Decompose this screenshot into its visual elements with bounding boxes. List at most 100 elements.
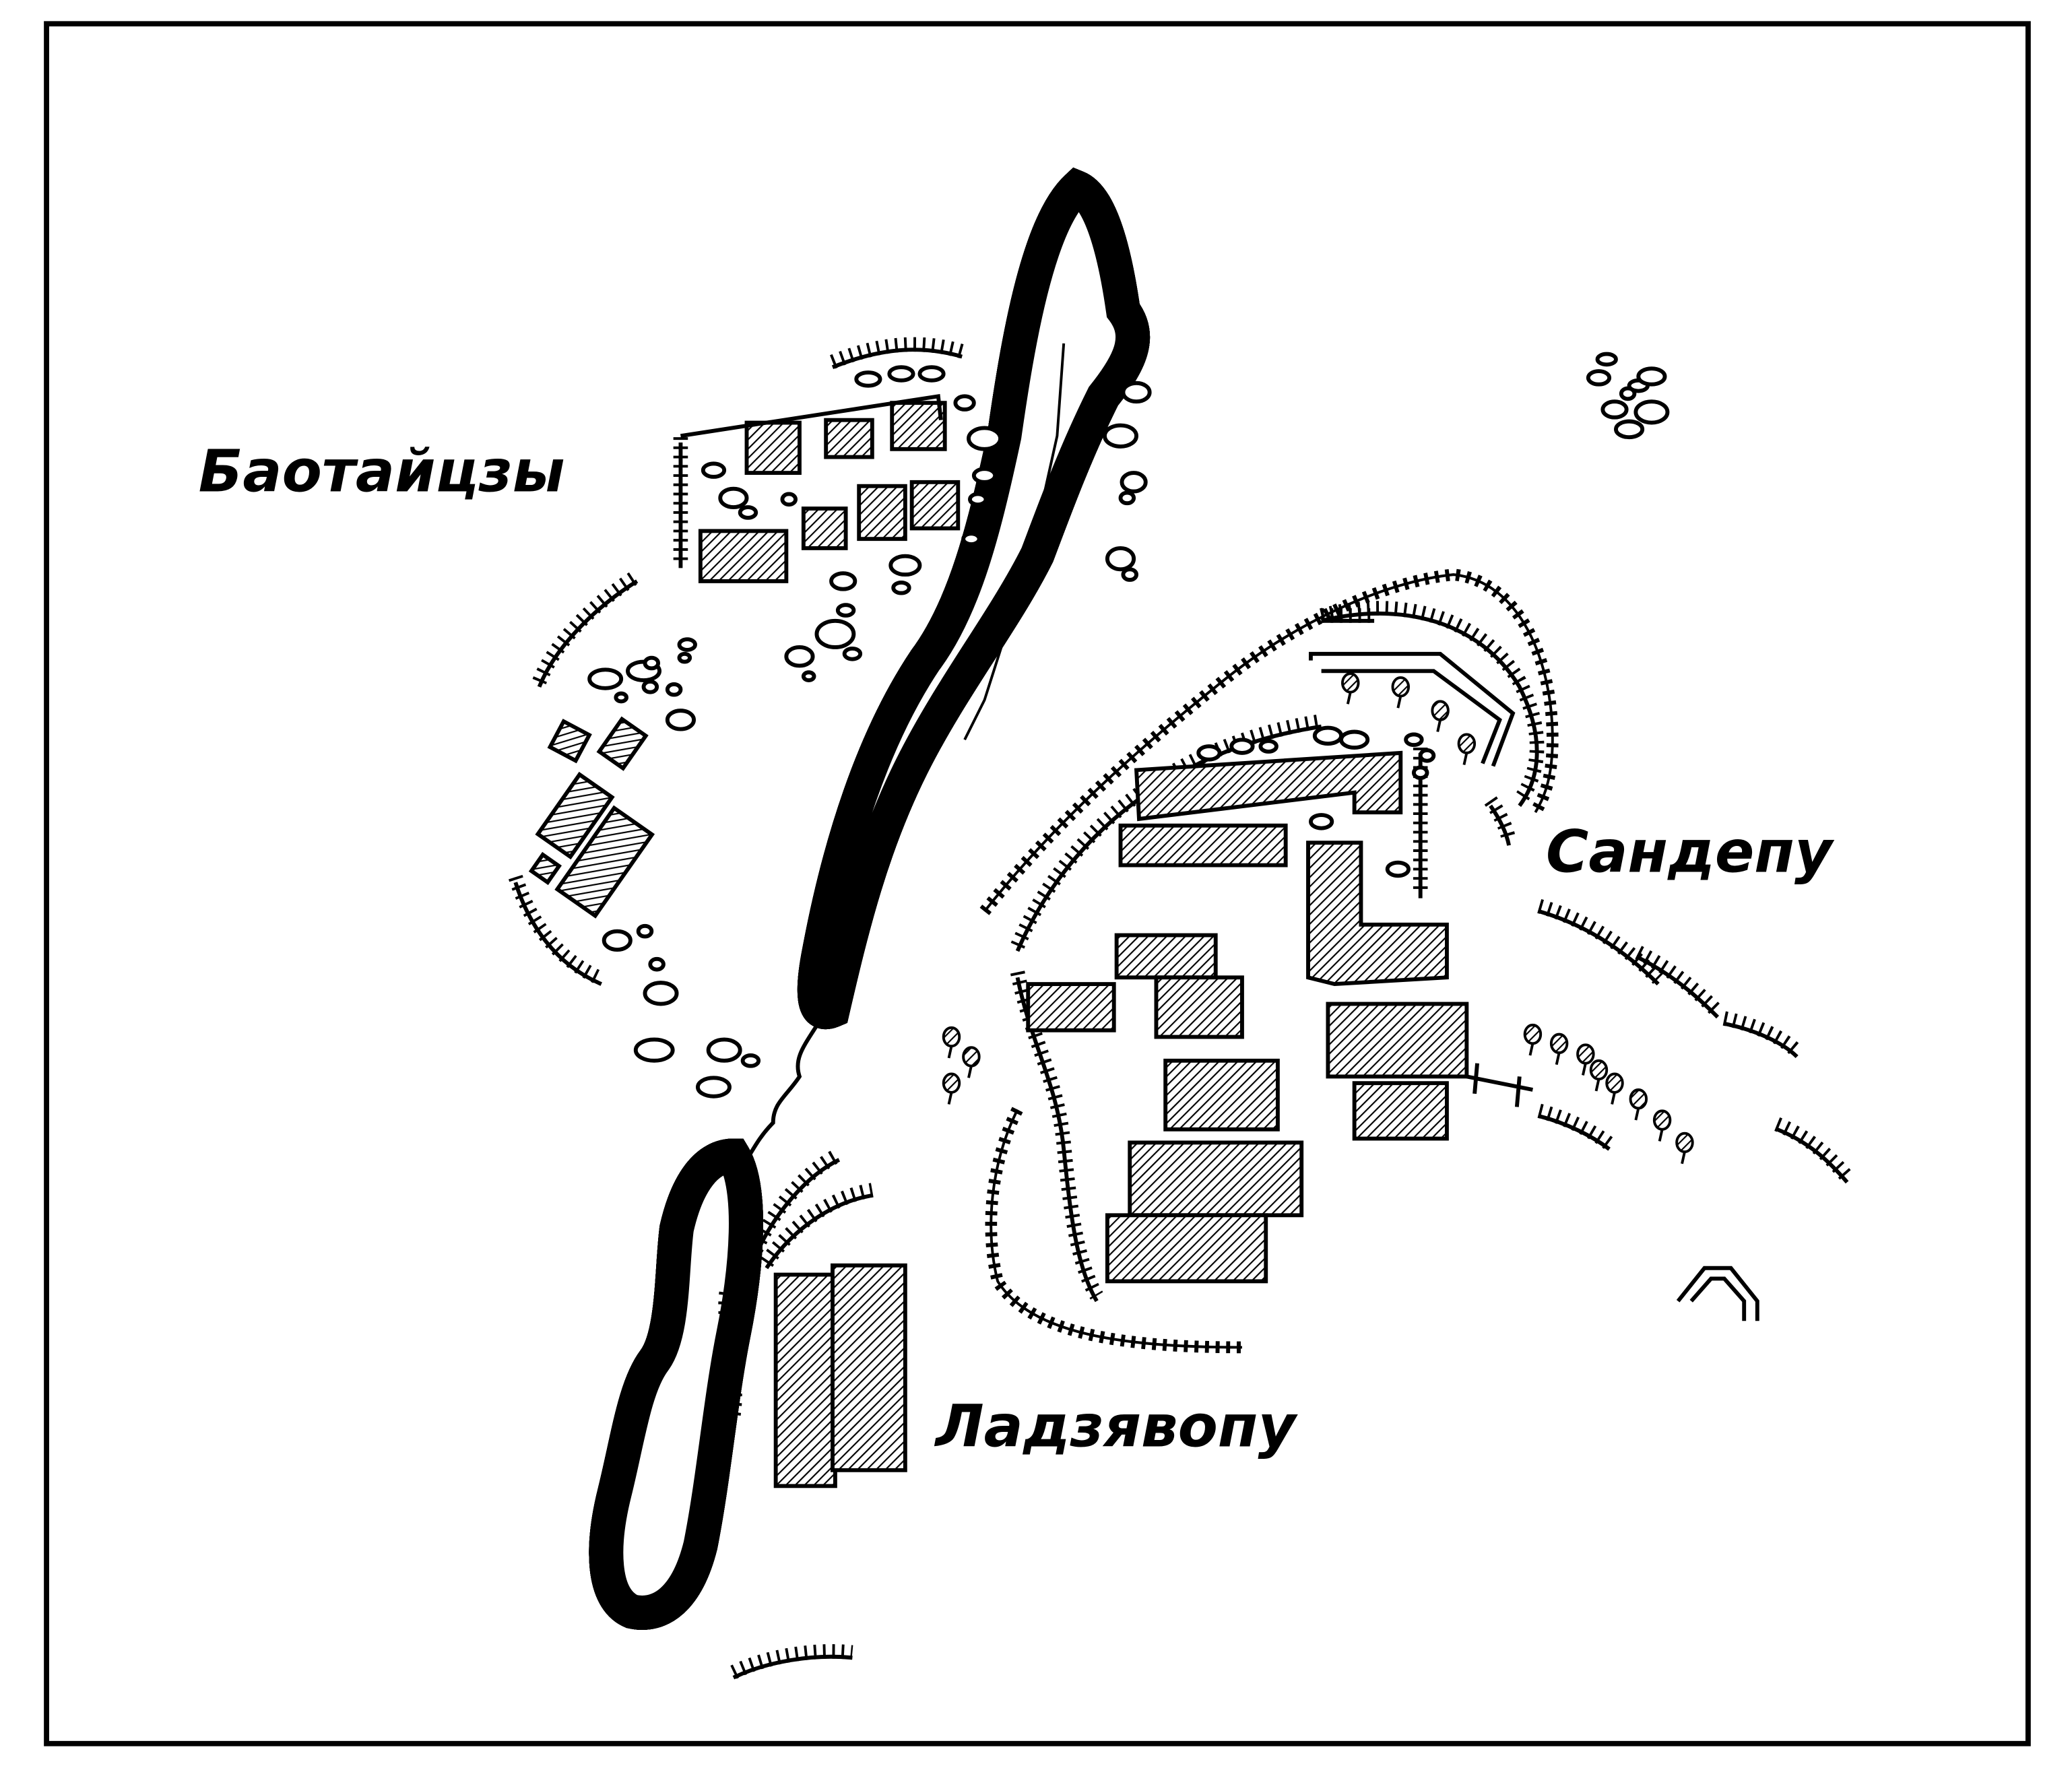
slopes (508, 337, 1853, 1680)
small-objects (587, 352, 1670, 1099)
hut-marker (780, 492, 798, 507)
hut-marker (891, 580, 911, 595)
slope-hachure (829, 337, 965, 369)
hut-marker (829, 571, 857, 591)
slope-hachure (718, 1288, 742, 1420)
hut-marker (1258, 739, 1278, 754)
hut-marker (718, 486, 749, 510)
hut-marker (677, 651, 692, 664)
hut-marker (1385, 860, 1411, 878)
hut-marker (648, 956, 666, 972)
tree-icon (1675, 1132, 1694, 1165)
hut-marker (801, 670, 816, 682)
building (547, 719, 592, 764)
slope-hachure (1722, 1011, 1803, 1059)
hut-marker (1418, 748, 1436, 763)
tree-icon (1576, 1043, 1595, 1076)
building (528, 851, 562, 886)
slope-hachure (508, 874, 605, 986)
hut-marker (1614, 419, 1645, 440)
building (1154, 975, 1244, 1039)
hut-marker (1636, 366, 1667, 387)
hut-marker (854, 370, 882, 388)
tree-icon (1523, 1023, 1543, 1056)
building (535, 771, 615, 860)
hut-marker (1619, 386, 1637, 401)
tree-icon (942, 1072, 961, 1105)
slope-hachure (749, 1148, 843, 1256)
lake-north (814, 167, 1132, 1012)
hut-marker (602, 929, 633, 952)
slope-hachure (1010, 714, 1323, 952)
slope-hachure (760, 1183, 874, 1270)
tree-icon (1549, 1032, 1569, 1066)
hut-marker (665, 709, 696, 731)
label-ladzyavopu: Ладзявопу (934, 1394, 1299, 1461)
hut-marker (1308, 813, 1334, 830)
hut-marker (1312, 725, 1343, 746)
slope-hachure (1635, 946, 1723, 1019)
hut-marker (1105, 546, 1136, 572)
building (1026, 982, 1116, 1032)
hut-marker (953, 394, 976, 412)
hut-marker (677, 637, 697, 652)
hut-marker (1118, 490, 1136, 506)
building (890, 401, 947, 451)
hut-marker (1120, 471, 1148, 494)
trees (942, 672, 1694, 1165)
hut-marker (643, 981, 679, 1006)
building (1352, 1081, 1449, 1141)
building (1114, 933, 1218, 980)
building (1118, 823, 1288, 867)
hut-marker (971, 467, 998, 484)
building (831, 1263, 907, 1472)
hut-marker (695, 1076, 732, 1099)
wall-corner (1308, 651, 1516, 767)
slope-hachure (1537, 899, 1664, 986)
hut-marker (587, 667, 624, 690)
building (909, 480, 961, 531)
building (744, 420, 802, 476)
hut-marker (1121, 381, 1152, 404)
hut-marker (1103, 423, 1138, 449)
building (824, 418, 874, 459)
hut-marker (1229, 738, 1255, 755)
hut-marker (917, 365, 946, 383)
hut-marker (633, 1037, 675, 1063)
hut-marker (1196, 744, 1222, 762)
hut-marker (665, 682, 683, 697)
hut-marker (887, 365, 915, 383)
building (1134, 750, 1403, 822)
tree-icon (1605, 1072, 1624, 1105)
hut-marker (1411, 765, 1429, 781)
hut-marker (636, 923, 654, 939)
tree-icon (1431, 700, 1450, 732)
slope-hachure (532, 569, 641, 688)
tree-icon (1589, 1059, 1609, 1092)
slope-hachure (1321, 608, 1375, 623)
building (773, 1272, 837, 1488)
hut-marker (643, 655, 661, 671)
lake-south (606, 1138, 746, 1612)
hut-marker (1339, 729, 1370, 750)
hut-marker (784, 645, 815, 668)
tree-icon (962, 1046, 981, 1078)
tree-icon (1391, 676, 1411, 709)
building (1105, 1213, 1268, 1284)
building (1306, 841, 1449, 987)
stream (745, 1016, 824, 1161)
building (801, 506, 848, 550)
building (554, 805, 655, 919)
building (698, 529, 789, 583)
compound-wall (680, 393, 943, 438)
hut-marker (967, 426, 1002, 451)
barrier (1466, 1063, 1533, 1107)
hut-marker (1633, 399, 1670, 425)
label-sandepu: Сандепу (1546, 818, 1835, 886)
tree-icon (1457, 733, 1477, 765)
hut-marker (888, 554, 922, 577)
fence-line (985, 1107, 1242, 1354)
hut-marker (1121, 567, 1138, 582)
hut-marker (1586, 369, 1612, 387)
